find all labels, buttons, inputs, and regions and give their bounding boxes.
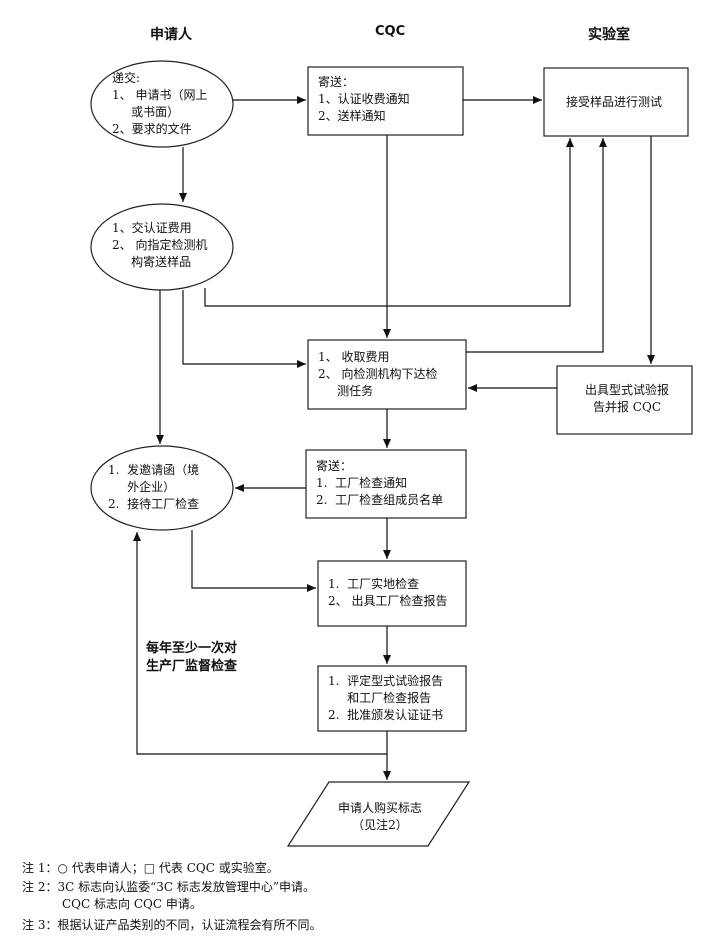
note-2: 注 2：3C 标志向认监委“3C 标志发放管理中心”申请。 [22,880,315,894]
supervision-annotation: 每年至少一次对 生产厂监督检查 [146,641,238,674]
lab-report-box [556,365,693,435]
cqc-send2-box [305,449,467,519]
column-header-applicant: 申请人 [150,27,192,43]
submit-text: 递交: 1、 申请书（网上 或书面） 2、要求的文件 [112,71,208,136]
arrow-supervision-loop [133,532,387,755]
note-2-continued: CQC 标志向 CQC 申请。 [62,897,202,911]
cqc-send1-box [307,66,464,136]
pay-send-ellipse [90,203,234,291]
arrow-samples-to-lab [204,138,574,307]
evaluate-box [317,665,467,732]
lab-test-text: 接受样品进行测试 [566,95,663,109]
cqc-collect-text: 1、 收取费用 2、 向检测机构下达检 测任务 [318,350,438,398]
note-1: 注 1：○ 代表申请人；□ 代表 CQC 或实验室。 [22,861,279,875]
lab-test-box [543,67,689,137]
buy-mark-text: 申请人购买标志 （见注2） [337,801,422,832]
invitation-text: 1. 发邀请函（境 外企业） 2. 接待工厂检查 [108,463,200,511]
cqc-send2-text: 寄送： 1. 工厂检查通知 2. 工厂检查组成员名单 [316,459,444,507]
arrow-invitation-to-inspection [191,530,316,592]
note-3: 注 3：根据认证产品类别的不同，认证流程会有所不同。 [22,918,322,932]
inspection-box [317,560,467,627]
arrow-fees-to-cqc [182,290,306,368]
submit-ellipse [90,60,234,148]
buy-mark-parallelogram [286,781,471,847]
evaluate-text: 1. 评定型式试验报告 和工厂检查报告 2. 批准颁发认证证书 [328,674,444,722]
arrow-task-to-lab [466,138,607,353]
pay-send-text: 1、交认证费用 2、 向指定检测机 构寄送样品 [112,221,208,269]
inspection-text: 1. 工厂实地检查 2、 出具工厂检查报告 [328,577,448,608]
column-header-cqc: CQC [375,24,406,39]
lab-report-text: 出具型式试验报 告并报 CQC [584,383,669,414]
invitation-ellipse [90,445,234,531]
cqc-send1-text: 寄送： 1、认证收费通知 2、送样通知 [318,75,410,123]
column-header-lab: 实验室 [588,27,630,43]
